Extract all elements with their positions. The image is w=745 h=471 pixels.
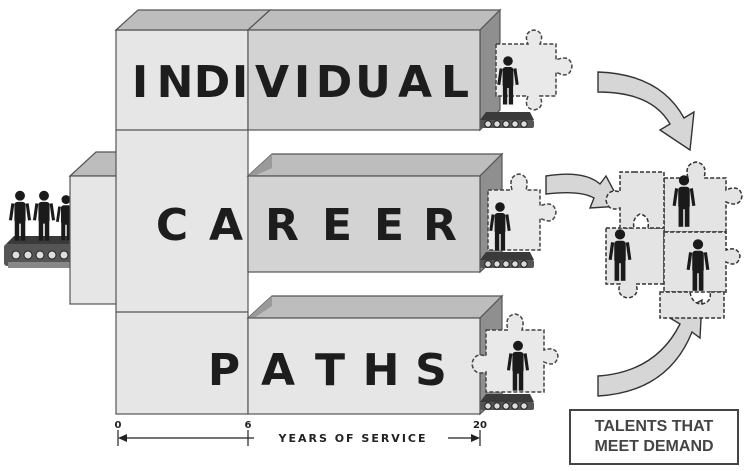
axis-label: YEARS OF SERVICE: [277, 432, 427, 445]
recruits-walking-icon: [8, 190, 76, 241]
letter: I: [232, 57, 248, 108]
word-individual: I N D I V I D U A L: [132, 57, 469, 108]
letter: A: [261, 345, 295, 396]
letter: D: [194, 57, 231, 108]
letter: R: [423, 200, 457, 251]
letter: P: [208, 345, 240, 396]
letter: S: [415, 345, 447, 396]
letter: I: [132, 57, 148, 108]
arrow-bottom-icon: [597, 298, 703, 397]
letter: C: [156, 200, 188, 251]
letter: D: [316, 57, 353, 108]
letter: I: [294, 57, 310, 108]
letter: H: [363, 345, 400, 396]
career-box: [246, 152, 504, 274]
letter: T: [315, 345, 345, 396]
letter: A: [398, 57, 432, 108]
letter: E: [374, 200, 404, 251]
tick-label-0: 0: [115, 420, 122, 431]
talents-line-2: MEET DEMAND: [594, 438, 714, 455]
arrow-top-icon: [597, 71, 695, 152]
tick-label-20: 20: [473, 420, 487, 431]
career-exit: [479, 173, 557, 269]
letter: L: [441, 57, 469, 108]
letter: U: [355, 57, 391, 108]
letter: V: [255, 57, 289, 108]
paths-exit: [471, 313, 559, 411]
arrow-middle-icon: [545, 173, 624, 209]
word-paths: P A T H S: [208, 345, 447, 396]
word-career: C A R E E R: [156, 200, 457, 251]
talents-label-box: TALENTS THAT MEET DEMAND: [569, 409, 739, 465]
puzzle-piece-icon: [495, 29, 573, 111]
individual-exit: [479, 29, 573, 129]
letter: E: [322, 200, 352, 251]
central-block: [68, 9, 272, 415]
individual-box: [246, 8, 502, 132]
assembled-puzzle-icon: [605, 161, 743, 319]
letter: A: [209, 200, 243, 251]
years-axis: 0 6 20 YEARS OF SERVICE: [115, 420, 487, 446]
paths-box: [246, 294, 504, 416]
tick-label-6: 6: [245, 420, 252, 431]
entry-conveyor: [4, 236, 76, 268]
talents-line-1: TALENTS THAT: [594, 418, 714, 435]
letter: R: [265, 200, 299, 251]
letter: N: [157, 57, 194, 108]
